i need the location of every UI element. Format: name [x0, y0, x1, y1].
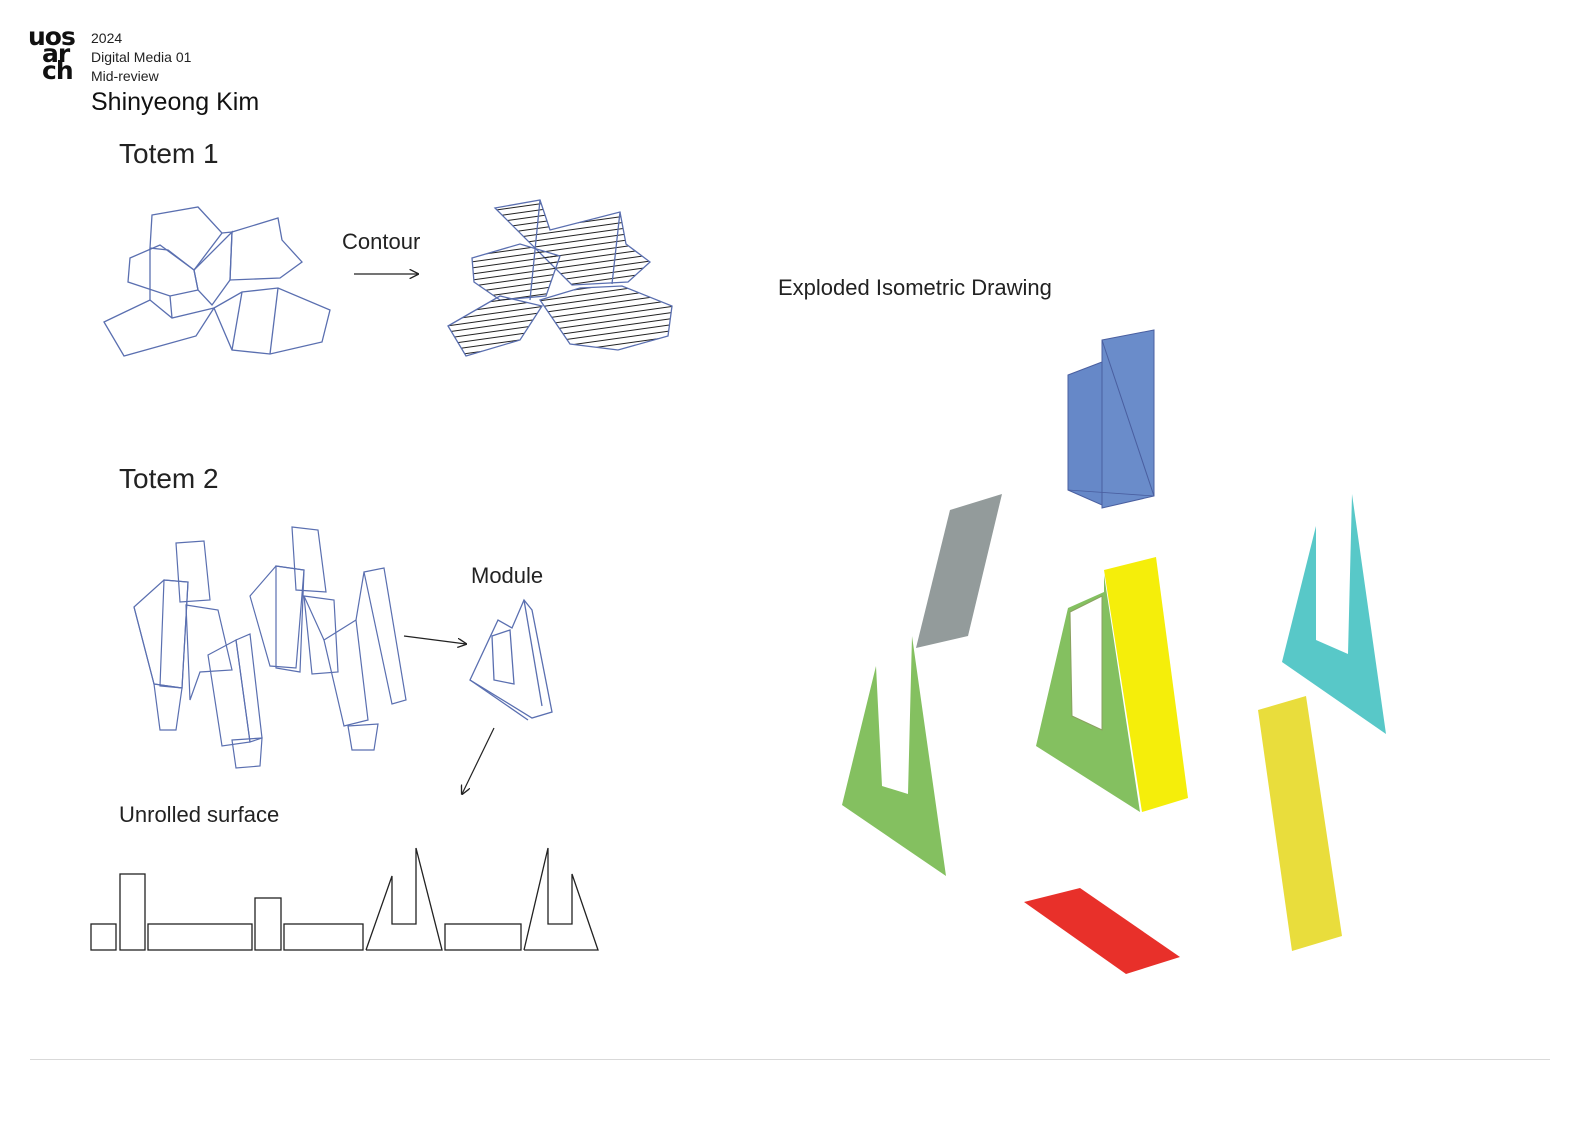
totem-2-heading: Totem 2: [119, 463, 219, 494]
cyan-piece: [1282, 494, 1386, 734]
green-piece-left: [842, 636, 946, 876]
exploded-drawing-heading: Exploded Isometric Drawing: [778, 275, 1052, 300]
yellow-piece: [1104, 557, 1188, 812]
unrolled-surface-heading: Unrolled surface: [119, 802, 280, 827]
blue-piece: [1067, 329, 1155, 509]
mustard-piece: [1258, 696, 1342, 951]
totem-1-wireframe: [103, 206, 331, 357]
logo-line-2: ar: [42, 39, 70, 68]
totem-1-heading: Totem 1: [119, 138, 219, 169]
module-wireframe: [469, 598, 553, 721]
logo-line-3: ch: [42, 56, 74, 85]
author-name: Shinyeong Kim: [91, 88, 260, 116]
year-text: 2024: [91, 30, 123, 46]
exploded-isometric-drawing: [842, 329, 1386, 974]
unrolled-surface-drawing: [90, 847, 599, 951]
totem-1-contour: [447, 199, 673, 357]
course-text: Digital Media 01: [91, 49, 192, 65]
green-piece-opening: [1069, 595, 1103, 731]
contour-label: Contour: [342, 229, 421, 254]
review-text: Mid-review: [91, 68, 159, 84]
red-piece: [1024, 888, 1180, 974]
footer-divider: [30, 1059, 1550, 1060]
header-meta: 2024 Digital Media 01 Mid-review: [91, 29, 191, 86]
module-arrow: [403, 635, 466, 644]
module-label: Module: [471, 563, 544, 588]
unroll-arrow: [462, 727, 495, 794]
totem-2-wireframe: [133, 526, 407, 769]
uos-arch-logo: uos ar ch: [28, 22, 82, 85]
logo-line-1: uos: [28, 22, 76, 51]
gray-piece: [916, 494, 1002, 648]
